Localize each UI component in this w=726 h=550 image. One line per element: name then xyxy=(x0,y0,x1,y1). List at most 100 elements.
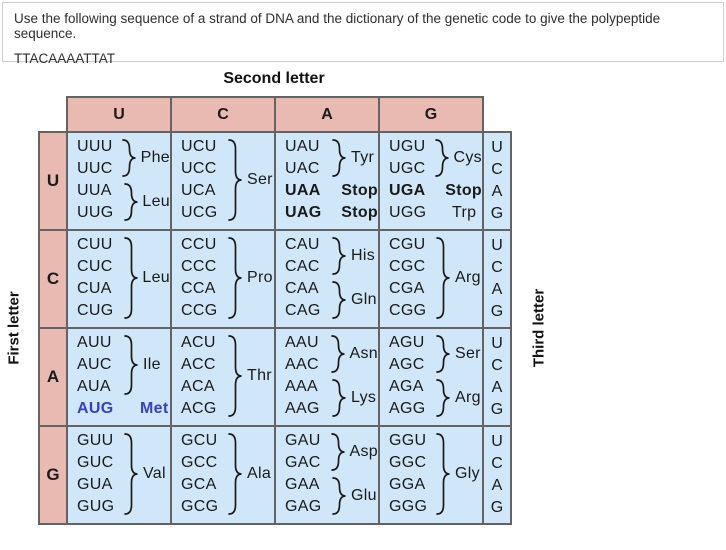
amino-acid-label: Leu xyxy=(142,269,170,286)
brace-icon xyxy=(435,433,452,515)
brace-icon xyxy=(435,335,452,373)
codon: UCU xyxy=(181,138,217,155)
brace-icon xyxy=(332,477,346,515)
codon: UUC xyxy=(77,160,113,177)
codon: UUG xyxy=(77,204,114,221)
codon: UCC xyxy=(181,160,217,177)
codon: AGU xyxy=(389,334,425,351)
brace-icon xyxy=(332,281,346,319)
brace-icon xyxy=(121,139,137,177)
third-letter: G xyxy=(490,205,504,222)
second-letter-header-U: U xyxy=(66,96,172,133)
codon-line: UAA Stop xyxy=(285,180,378,202)
codon: GUC xyxy=(77,454,114,471)
codon: AUC xyxy=(77,356,112,373)
amino-acid-label: Tyr xyxy=(351,149,375,166)
amino-acid-label: Stop xyxy=(341,182,378,199)
codon: GAU xyxy=(285,432,321,449)
codon: CCC xyxy=(181,258,217,275)
brace-icon xyxy=(331,237,348,275)
codon: UUU xyxy=(77,138,113,155)
first-letter-cell-U: U xyxy=(38,131,68,231)
third-letter: C xyxy=(491,259,503,276)
codon: UAU xyxy=(285,138,320,155)
dna-sequence: TTACAAAATTAT xyxy=(14,51,115,66)
amino-acid-label: Phe xyxy=(140,149,170,166)
third-letter: U xyxy=(491,335,503,352)
amino-acid-label: Stop xyxy=(341,204,378,221)
codon: GUU xyxy=(77,432,114,449)
second-letter-header-A: A xyxy=(274,96,380,133)
codon: GAA xyxy=(285,476,320,493)
brace-icon xyxy=(124,433,138,515)
codon: GCC xyxy=(181,454,218,471)
codon-group: UUU UUC Phe xyxy=(77,136,170,180)
codon: GAG xyxy=(285,498,322,515)
brace-icon xyxy=(122,139,136,177)
brace-icon xyxy=(436,335,450,373)
codon: AGC xyxy=(389,356,425,373)
brace-icon xyxy=(228,335,242,417)
first-letter-cell-C: C xyxy=(38,229,68,329)
codon: GGA xyxy=(389,476,426,493)
brace-icon xyxy=(123,433,140,515)
brace-icon xyxy=(331,139,348,177)
third-letter: C xyxy=(491,455,503,472)
amino-acid-label: Val xyxy=(143,465,166,482)
codon: CCA xyxy=(181,280,216,297)
brace-icon xyxy=(331,433,345,471)
codon: CCU xyxy=(181,236,217,253)
brace-icon xyxy=(332,237,346,275)
codon: AAU xyxy=(285,334,319,351)
third-letter: U xyxy=(491,139,503,156)
codon: AUU xyxy=(77,334,112,351)
amino-acid-label: Asn xyxy=(349,345,378,362)
amino-acid-label: Gly xyxy=(455,465,480,482)
codon-column: GAA GAG xyxy=(285,474,331,518)
brace-icon xyxy=(436,379,450,417)
codon: CAG xyxy=(285,302,321,319)
codon: AAC xyxy=(285,356,319,373)
brace-icon xyxy=(228,237,242,319)
codon: CAU xyxy=(285,236,320,253)
codon: AAA xyxy=(285,378,318,395)
codon: ACG xyxy=(181,400,217,417)
codon: UAA xyxy=(285,182,321,199)
brace-icon xyxy=(434,139,451,177)
codon: UGG xyxy=(389,204,427,221)
codon: CUU xyxy=(77,236,113,253)
amino-acid-label: Gln xyxy=(351,291,377,308)
brace-icon xyxy=(123,335,140,395)
brace-icon xyxy=(332,139,346,177)
